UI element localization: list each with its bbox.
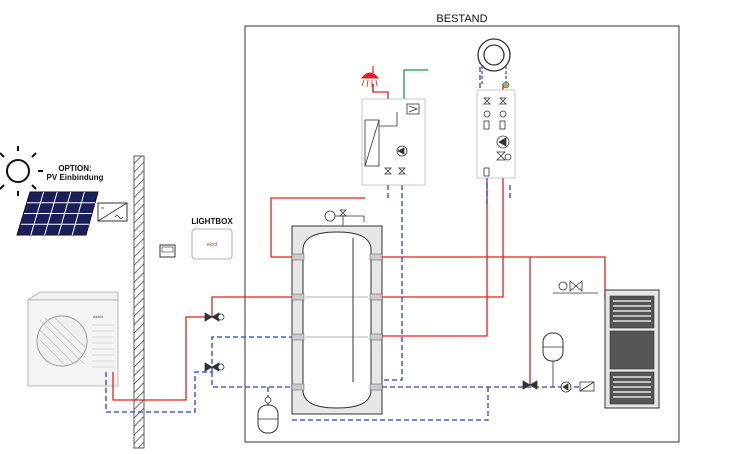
radiator-icon <box>604 289 660 409</box>
storage-tank <box>291 225 383 415</box>
heatpump-brand: daikin <box>93 314 103 319</box>
heatpump-outdoor-unit: daikin <box>26 291 119 387</box>
expansion-vessel-icon <box>257 404 279 434</box>
boiler-pump-group <box>476 89 516 179</box>
solar-panel-icon <box>16 191 99 236</box>
sun-icon <box>0 146 43 196</box>
lightbox-screen-text: ekxd <box>207 242 218 248</box>
boiler-icon <box>477 38 511 89</box>
hot-water-station-components <box>364 103 420 175</box>
controller-icon <box>159 244 176 258</box>
bestand-label: BESTAND <box>436 13 487 25</box>
radiator-circuit-fittings <box>522 280 598 393</box>
lightbox-label: LIGHTBOX <box>191 217 233 226</box>
valve-icon <box>204 312 225 372</box>
inverter-icon <box>97 202 128 222</box>
cold-water-pipe <box>403 69 428 104</box>
pv-einbindung-label: PV Einbindung <box>47 173 104 182</box>
option-label: OPTION: <box>58 164 91 173</box>
expansion-vessel-icon-right <box>542 332 564 387</box>
wall-icon <box>133 155 145 449</box>
check-valve-icon <box>264 396 272 404</box>
shower-icon <box>360 66 380 88</box>
bestand-boundary <box>244 25 680 443</box>
tank-top-fittings <box>324 209 365 226</box>
lightbox-unit <box>191 228 233 260</box>
pump-group-components <box>483 97 512 177</box>
return-pipes <box>105 60 590 421</box>
